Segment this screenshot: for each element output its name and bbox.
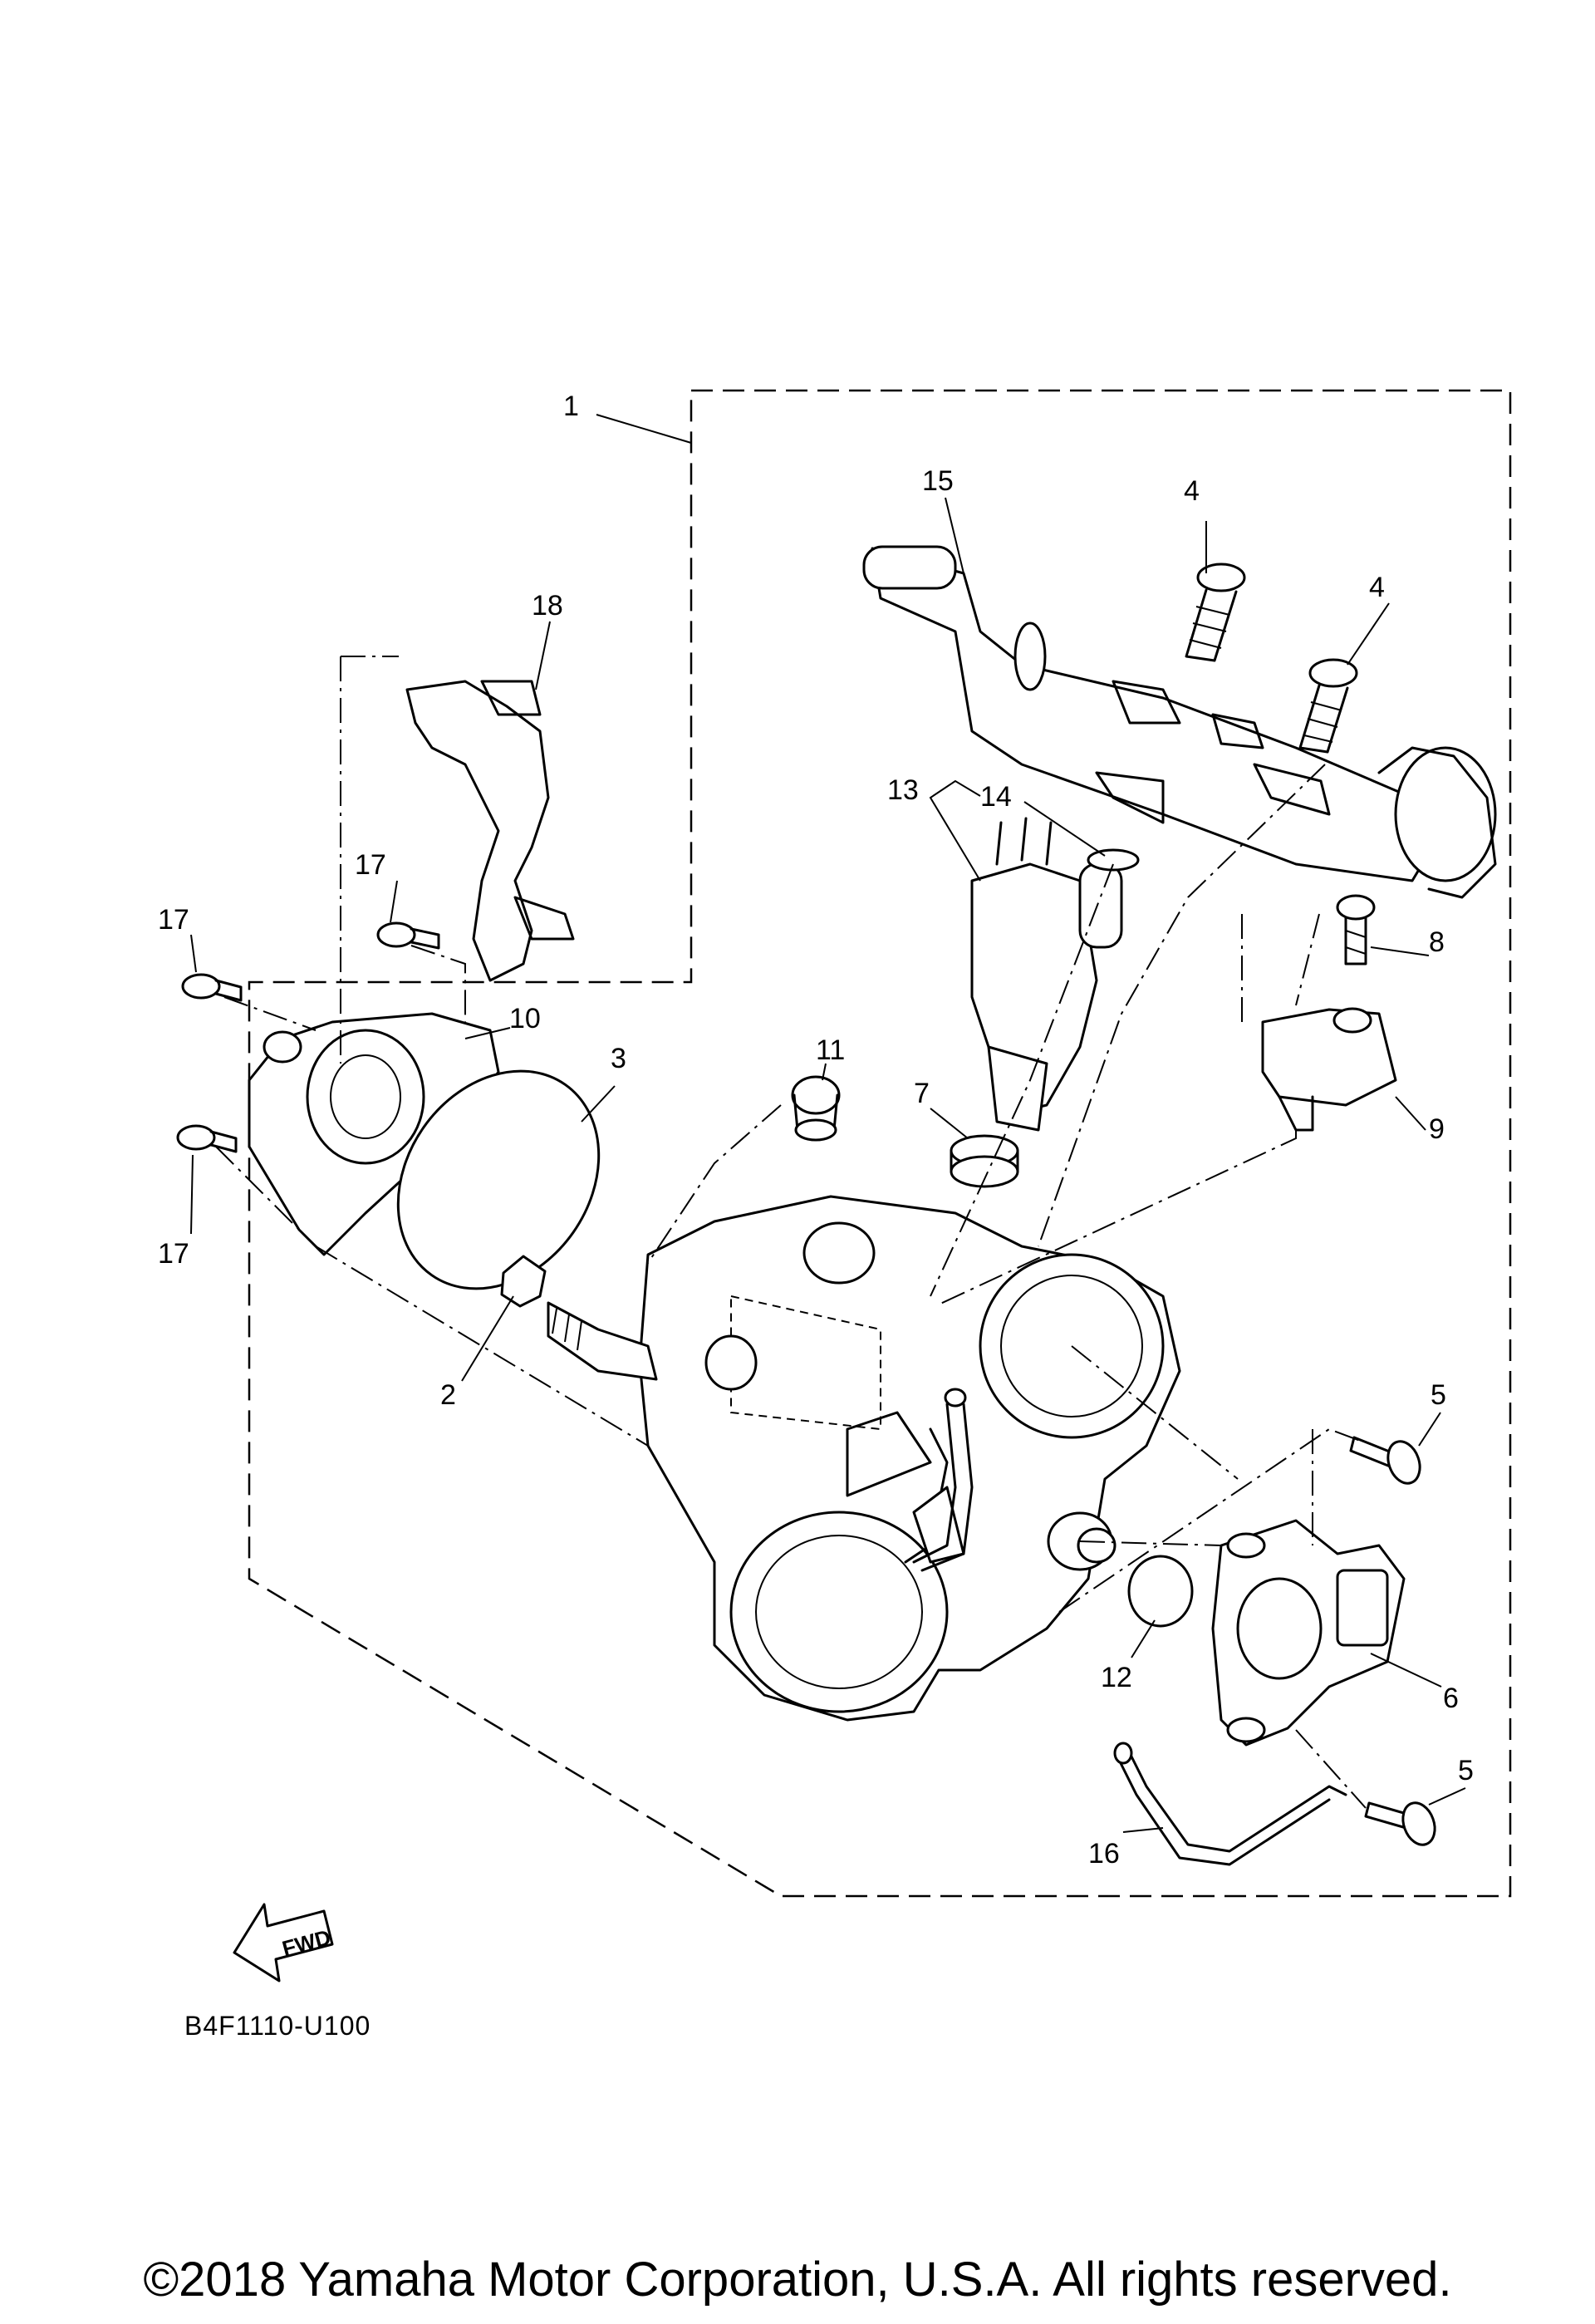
injector-oring (1087, 848, 1140, 872)
callout-12: 12 (1101, 1662, 1132, 1693)
callout-17-left-upper: 17 (158, 904, 189, 936)
callout-15: 15 (922, 465, 954, 497)
callout-4-upper: 4 (1184, 475, 1200, 507)
callout-13: 13 (887, 774, 919, 806)
cover-gasket (396, 1069, 601, 1290)
fuel-delivery-pipe (862, 545, 1497, 899)
throttle-position-sensor (1211, 1519, 1406, 1747)
copyright-notice: ©2018 Yamaha Motor Corporation, U.S.A. A… (143, 2253, 1452, 2307)
callout-18: 18 (532, 590, 563, 622)
side-cover (248, 1012, 500, 1256)
injector-seal (950, 1134, 1019, 1188)
assembly-boundary (248, 389, 1512, 1898)
intake-pressure-sensor (1261, 1007, 1397, 1132)
hose-fitting (500, 1255, 658, 1381)
screw-17-left-upper (181, 973, 243, 1002)
callout-8: 8 (1429, 926, 1445, 958)
callout-7: 7 (914, 1078, 930, 1109)
callout-17-left-lower: 17 (158, 1238, 189, 1270)
diagram-code: B4F1110-U100 (184, 2011, 371, 2041)
callout-9: 9 (1429, 1113, 1445, 1145)
callout-16: 16 (1088, 1838, 1120, 1870)
callout-2: 2 (440, 1379, 456, 1411)
fwd-arrow-icon: FWD (233, 1903, 334, 1983)
callout-17-top: 17 (355, 849, 386, 881)
throttle-body (638, 1195, 1181, 1722)
callout-10: 10 (509, 1003, 541, 1034)
screw-17-left-lower (176, 1124, 238, 1153)
screw-5-lower (1364, 1801, 1436, 1846)
sensor-screw (1336, 894, 1376, 965)
callout-3: 3 (611, 1043, 626, 1074)
callout-5-lower: 5 (1458, 1755, 1474, 1786)
fuel-injector (970, 817, 1123, 1132)
callout-5-upper: 5 (1431, 1379, 1446, 1411)
alignment-lines (215, 656, 1367, 1809)
callout-11: 11 (816, 1034, 845, 1066)
screw-4-lower (1298, 658, 1358, 754)
cap (791, 1075, 841, 1142)
screw-4-upper (1185, 563, 1246, 662)
bracket (405, 680, 575, 982)
callout-4-lower: 4 (1369, 572, 1385, 603)
callout-numbers: 1 2 3 4 4 5 5 6 7 8 9 10 11 12 13 14 15 … (158, 391, 1474, 1870)
callout-14: 14 (980, 781, 1012, 813)
leader-lines (190, 414, 1466, 1833)
callout-6: 6 (1443, 1683, 1459, 1714)
screw-17-top (376, 921, 440, 950)
callout-1: 1 (563, 391, 579, 422)
throttle-hose (912, 1388, 974, 1572)
screw-5-upper (1349, 1436, 1421, 1485)
sensor-oring (1127, 1555, 1194, 1628)
vacuum-hose (1113, 1742, 1347, 1866)
